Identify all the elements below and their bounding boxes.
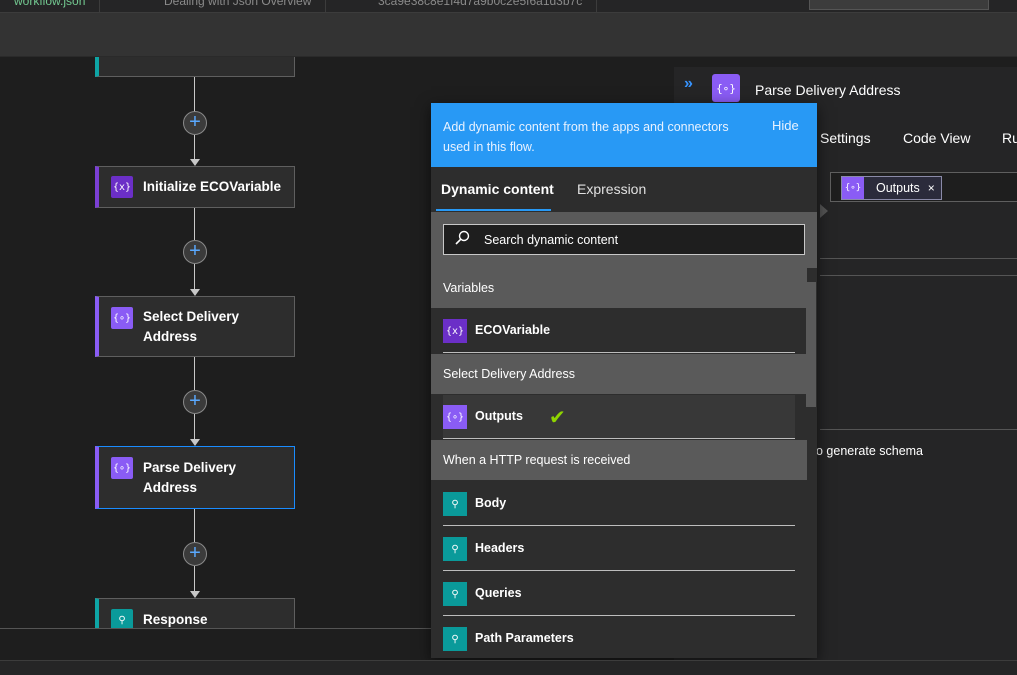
connector-arrow xyxy=(190,159,200,166)
action-card-title: Response xyxy=(143,612,208,627)
connector-line xyxy=(194,77,195,116)
list-item-label: ECOVariable xyxy=(475,323,551,337)
connector-arrow xyxy=(190,591,200,598)
list-item-label: Outputs xyxy=(475,409,523,423)
remove-token-icon[interactable]: × xyxy=(927,181,935,195)
dynamic-content-popup: Add dynamic content from the apps and co… xyxy=(431,103,817,658)
add-step-button[interactable]: + xyxy=(183,390,207,414)
list-item-label: Body xyxy=(475,496,507,510)
section-header-http-request: When a HTTP request is received xyxy=(431,440,807,480)
list-item-headers[interactable]: ⚲ Headers xyxy=(443,527,795,571)
connector-arrow xyxy=(190,289,200,296)
list-item-ecovariable[interactable]: {x} ECOVariable xyxy=(443,309,795,353)
editor-tab-workflow[interactable]: workflow.json xyxy=(0,0,101,12)
list-item-outputs[interactable]: {∘} Outputs ✔ xyxy=(443,395,795,439)
compose-icon: {∘} xyxy=(712,74,740,102)
list-item-label: Headers xyxy=(475,541,525,555)
outputs-token[interactable]: {∘} Outputs × xyxy=(841,176,942,200)
http-request-icon: ⚲ xyxy=(443,627,467,651)
popup-description: Add dynamic content from the apps and co… xyxy=(443,120,729,154)
list-item-body[interactable]: ⚲ Body xyxy=(443,482,795,526)
tab-run-after[interactable]: Ru xyxy=(1002,130,1017,146)
connector-line xyxy=(194,264,195,289)
editor-tab-overview[interactable]: Dealing with Json Overview xyxy=(150,0,327,12)
search-input[interactable]: Search dynamic content xyxy=(443,224,805,255)
divider xyxy=(820,429,1017,430)
connector-arrow xyxy=(190,439,200,446)
connector-line xyxy=(194,566,195,591)
add-step-button[interactable]: + xyxy=(183,542,207,566)
previous-action-card[interactable] xyxy=(95,57,295,77)
action-card-title: Initialize ECOVariable xyxy=(143,179,282,194)
connector-line xyxy=(194,208,195,240)
divider xyxy=(820,258,1017,259)
hide-button[interactable]: Hide xyxy=(772,118,799,133)
variable-icon: {x} xyxy=(111,176,133,198)
editor-tab-id[interactable]: 3ca9e38c8e1f4d7a9b0c2e5f6a1d3b7c xyxy=(364,0,598,12)
editor-tab-strip: workflow.json Dealing with Json Overview… xyxy=(0,0,1017,13)
search-placeholder: Search dynamic content xyxy=(484,233,619,247)
generate-schema-link[interactable]: o generate schema xyxy=(816,444,924,458)
popup-pointer xyxy=(820,204,828,218)
compose-icon: {∘} xyxy=(443,405,467,429)
designer-toolbar xyxy=(0,13,1017,57)
compose-icon: {∘} xyxy=(111,307,133,329)
canvas-divider xyxy=(0,628,674,629)
add-step-button[interactable]: + xyxy=(183,111,207,135)
list-scrollbar[interactable] xyxy=(806,282,816,407)
http-request-icon: ⚲ xyxy=(443,582,467,606)
status-bar xyxy=(0,660,1017,675)
tab-settings[interactable]: Settings xyxy=(820,130,871,146)
action-card-title: Parse Delivery Address xyxy=(143,460,237,495)
action-card-response[interactable]: ⚲ Response xyxy=(95,598,295,628)
active-tab-indicator xyxy=(436,209,551,211)
panel-title: Parse Delivery Address xyxy=(755,82,901,98)
checkmark-icon: ✔ xyxy=(549,407,566,429)
connector-line xyxy=(194,135,195,159)
section-header-select-delivery-address: Select Delivery Address xyxy=(431,354,807,394)
list-item-path-parameters[interactable]: ⚲ Path Parameters xyxy=(443,617,795,658)
tab-expression[interactable]: Expression xyxy=(577,181,647,197)
action-card-select-delivery-address[interactable]: {∘} Select Delivery Address xyxy=(95,296,295,357)
connector-line xyxy=(194,357,195,390)
content-field[interactable]: {∘} Outputs × xyxy=(830,172,1017,202)
tab-dynamic-content[interactable]: Dynamic content xyxy=(441,181,554,197)
expand-panel-icon[interactable]: » xyxy=(684,75,693,92)
list-item-label: Queries xyxy=(475,586,522,600)
popup-header: Add dynamic content from the apps and co… xyxy=(431,103,817,167)
variable-icon: {x} xyxy=(443,319,467,343)
list-item-queries[interactable]: ⚲ Queries xyxy=(443,572,795,616)
token-label: Outputs xyxy=(876,181,920,195)
http-request-icon: ⚲ xyxy=(443,492,467,516)
action-card-parse-delivery-address[interactable]: {∘} Parse Delivery Address xyxy=(95,446,295,509)
http-request-icon: ⚲ xyxy=(443,537,467,561)
compose-icon: {∘} xyxy=(842,177,864,199)
action-card-title: Select Delivery Address xyxy=(143,309,240,344)
top-search-box[interactable] xyxy=(809,0,989,10)
action-card-initialize-ecovariable[interactable]: {x} Initialize ECOVariable xyxy=(95,166,295,208)
tab-code-view[interactable]: Code View xyxy=(903,130,971,146)
search-icon xyxy=(455,230,470,245)
connector-line xyxy=(194,414,195,439)
add-step-button[interactable]: + xyxy=(183,240,207,264)
divider xyxy=(820,275,1017,276)
list-item-label: Path Parameters xyxy=(475,631,574,645)
dynamic-content-list: Variables {x} ECOVariable Select Deliver… xyxy=(431,268,817,658)
section-header-variables: Variables xyxy=(431,268,807,308)
compose-icon: {∘} xyxy=(111,457,133,479)
http-request-icon: ⚲ xyxy=(111,609,133,628)
connector-line xyxy=(194,509,195,542)
